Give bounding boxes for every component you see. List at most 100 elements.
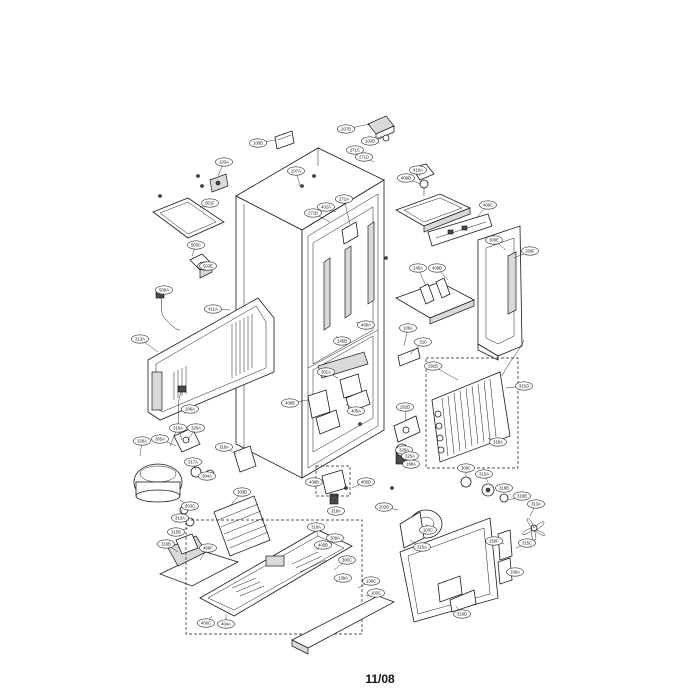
callout-label: 406B	[309, 480, 319, 485]
lamp-cover	[209, 173, 229, 193]
part-callout: 308C	[457, 463, 475, 476]
part-callout: 301A	[317, 367, 339, 379]
callout-label: 405A	[351, 409, 361, 414]
callout-bubble	[362, 576, 380, 586]
callout-label: 106A	[403, 326, 413, 331]
callout-bubble	[399, 323, 417, 333]
fan-parts	[460, 476, 509, 503]
part-callout: 271A	[335, 194, 353, 225]
callout-bubble	[495, 483, 513, 493]
callout-label: 139A	[338, 576, 348, 581]
part-callout: 100B	[249, 138, 276, 148]
wire-harness	[155, 291, 181, 331]
callout-bubble	[199, 543, 217, 553]
callout-bubble	[184, 457, 202, 467]
callout-bubble	[527, 499, 545, 509]
part-callout: 320A	[187, 423, 205, 441]
part-callout: 310	[409, 337, 432, 355]
callout-bubble	[457, 463, 475, 473]
callout-bubble	[428, 263, 446, 273]
callout-label: 136C	[366, 579, 376, 584]
control-board	[427, 213, 493, 247]
bracket-292b	[393, 415, 421, 443]
callout-bubble	[409, 263, 427, 273]
callout-label: 300E	[489, 238, 499, 243]
callout-bubble	[357, 477, 375, 487]
callout-bubble	[396, 402, 414, 412]
callout-label: 406C	[483, 203, 493, 208]
guide-202b	[321, 469, 347, 505]
part-callout: 313A	[131, 334, 159, 353]
part-callout: 139A	[334, 573, 352, 583]
callout-bubble	[314, 540, 332, 550]
part-callout: 145B	[333, 335, 351, 346]
callout-bubble	[307, 522, 325, 532]
callout-label: 405B	[318, 543, 328, 548]
part-callout: 102B	[361, 135, 383, 146]
part-callout: 313A	[527, 499, 545, 517]
callout-bubble	[217, 619, 235, 629]
callout-label: 303B	[237, 490, 247, 495]
callout-label: 318A	[493, 440, 503, 445]
callout-bubble	[131, 334, 149, 344]
callout-label: 318A	[331, 509, 341, 514]
callout-bubble	[199, 261, 217, 271]
part-callout: 406A	[355, 320, 375, 330]
callout-bubble	[515, 381, 533, 391]
callout-label: 313A	[175, 516, 185, 521]
part-callout: 316A	[169, 423, 187, 441]
part-callout: 411A	[204, 304, 231, 314]
part-callout: 318D	[453, 605, 471, 619]
machine-group-outline	[185, 519, 363, 635]
callout-bubble	[155, 285, 173, 295]
callout-label: 503E	[203, 264, 213, 269]
part-callout: 501F	[199, 198, 219, 209]
part-callout: 303C	[179, 499, 199, 511]
callout-bubble	[367, 588, 385, 598]
callout-label: 328A	[399, 448, 409, 453]
part-callout: 103C	[365, 588, 385, 598]
evaporator-duct	[477, 225, 523, 361]
callout-bubble	[215, 442, 233, 452]
callout-bubble	[397, 173, 415, 183]
callout-bubble	[133, 436, 151, 446]
callout-label: 313A	[531, 502, 541, 507]
part-callout: 503C	[187, 240, 205, 257]
callout-label: 202B	[379, 505, 389, 510]
machine-compartment-tray	[199, 529, 353, 617]
part-callout: 271D	[355, 152, 375, 163]
part-callout: 405B	[314, 540, 332, 551]
part-callout: 409D	[397, 173, 421, 185]
inner-rails	[323, 221, 375, 331]
part-callout: 315A	[475, 469, 493, 483]
part-callout: 405D	[351, 477, 375, 489]
callout-bubble	[201, 198, 219, 208]
callout-bubble	[249, 138, 267, 148]
part-callout: 145A	[409, 263, 427, 287]
callout-bubble	[357, 320, 375, 330]
callout-label: 260F	[525, 249, 535, 254]
part-callout: 315A	[409, 539, 431, 552]
callout-label: 409B	[432, 266, 442, 271]
callout-bubble	[304, 208, 322, 218]
callout-bubble	[518, 538, 536, 548]
callout-label: 406A	[361, 323, 371, 328]
callout-label: 103A	[219, 160, 229, 165]
callout-label: 406C	[201, 621, 211, 626]
part-callout: 106A	[181, 404, 199, 415]
callout-bubble	[333, 336, 351, 346]
callout-label: 316A	[173, 426, 183, 431]
wire-clip-top	[274, 130, 295, 150]
part-callout: 168A	[402, 459, 420, 469]
part-callout: 305A	[151, 434, 177, 447]
callout-label: 106A	[510, 570, 520, 575]
callout-label: 318D	[457, 612, 467, 617]
part-callout: 292B	[424, 361, 459, 381]
callout-bubble	[347, 406, 365, 416]
callout-label: 317A	[188, 460, 198, 465]
top-cover-plate	[152, 197, 225, 239]
evaporator-shelf	[395, 277, 475, 325]
callout-bubble	[171, 513, 189, 523]
compressor-cover	[233, 445, 257, 473]
